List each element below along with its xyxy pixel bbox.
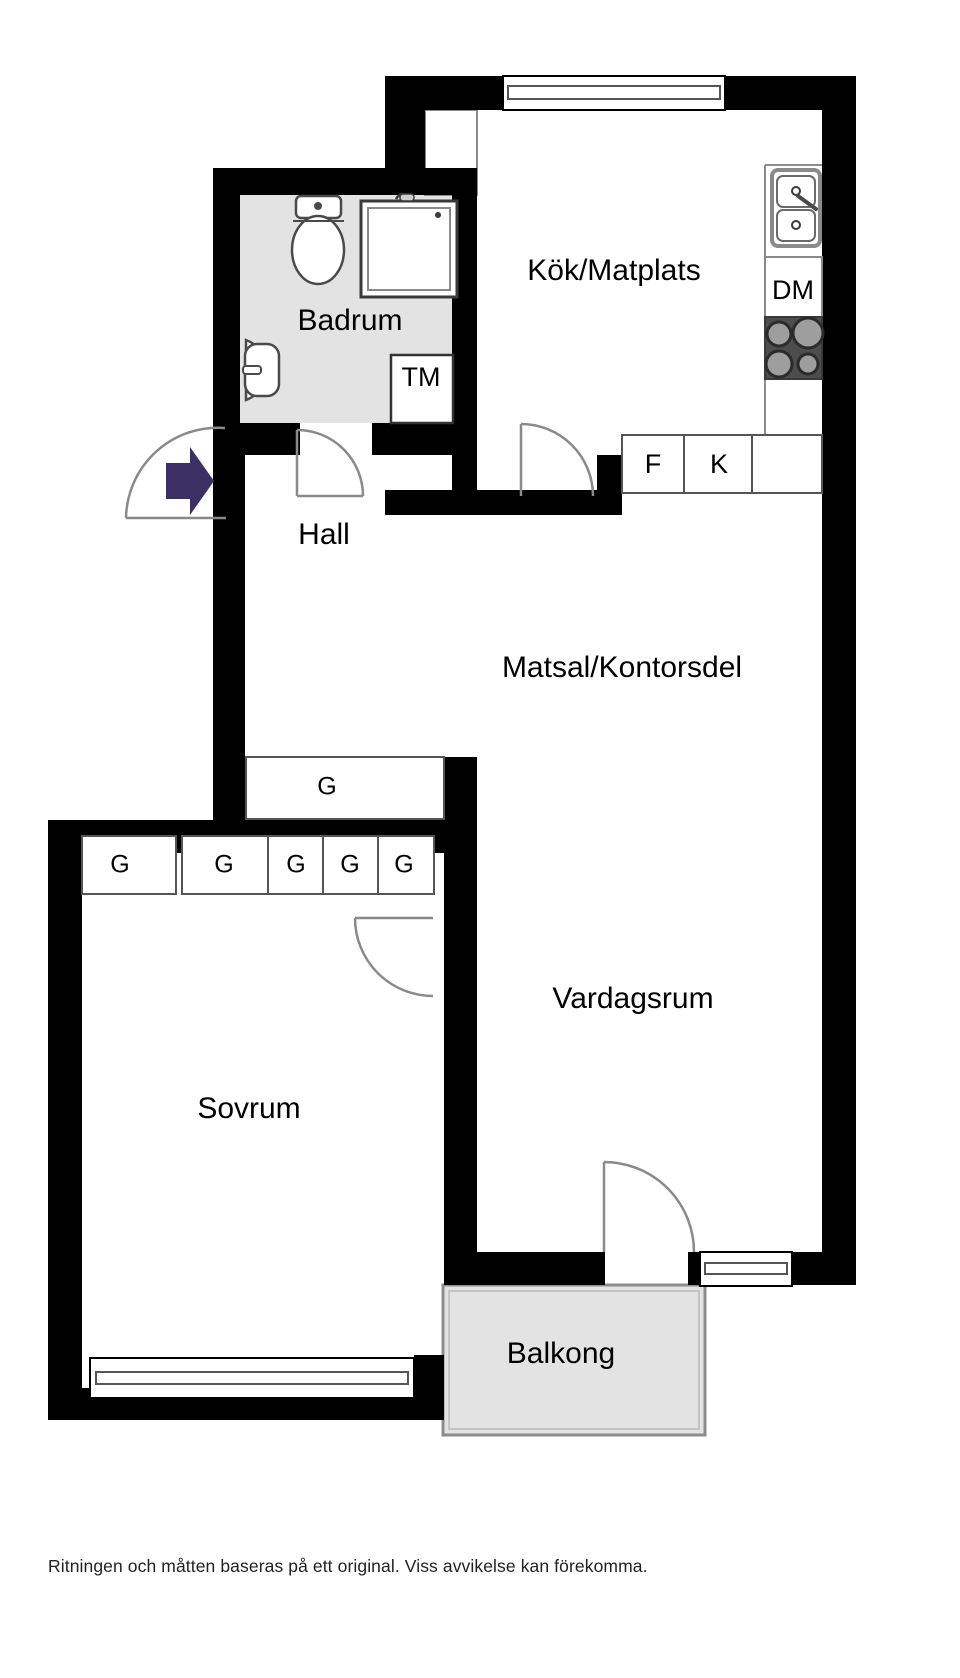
wall-badrum-top — [213, 168, 477, 195]
appliance-label-kyl: F — [645, 449, 662, 479]
balkong-inner-outline — [448, 1290, 700, 1430]
appliance-labels: TM DM F K — [402, 275, 814, 479]
bathroom-door — [295, 428, 365, 498]
wall-entry-jamb-top — [213, 423, 245, 459]
closet-label-bedroom-5: G — [394, 851, 413, 879]
kitchen-sink-icon — [770, 168, 822, 248]
kitchen-fixtures — [621, 168, 825, 494]
windows — [89, 75, 793, 1399]
balcony-door — [602, 1160, 696, 1253]
wall-hall-bottom — [385, 490, 620, 515]
wall-hall-stub — [597, 455, 622, 515]
stove-icon — [764, 316, 825, 380]
wall-right-exterior — [822, 76, 856, 1285]
wall-bedroom-left — [48, 820, 82, 1420]
entry-arrow-icon — [166, 447, 214, 515]
bedroom-door — [353, 916, 434, 998]
appliance-label-frys: K — [710, 449, 728, 479]
kitchen-door — [519, 422, 595, 497]
room-label-kok-matplats: Kök/Matplats — [527, 254, 700, 287]
appliance-label-diskmaskin: DM — [772, 275, 814, 305]
closet-boxes — [81, 756, 445, 895]
appliance-label-tvattmaskin: TM — [402, 362, 441, 392]
balkong-floor-fill — [443, 1285, 705, 1435]
closet-label-bedroom-1: G — [110, 851, 129, 879]
room-label-badrum: Badrum — [297, 304, 402, 337]
door-swings — [124, 422, 696, 1253]
wall-badrum-left — [213, 168, 240, 423]
entry-door — [124, 426, 226, 520]
wall-bedroom-window-right-jamb — [414, 1355, 444, 1420]
closet-box-bedroom-4 — [322, 835, 379, 895]
closet-label-bedroom-4: G — [340, 851, 359, 879]
room-label-balkong: Balkong — [507, 1337, 615, 1370]
wall-bedroom-window-left-jamb — [48, 1355, 82, 1420]
wall-entry-jamb-bottom — [213, 516, 245, 552]
bathroom-fixtures — [242, 192, 459, 425]
wall-livingroom-bottom-right — [790, 1252, 856, 1285]
wall-bedroom-right — [444, 853, 477, 1285]
closet-box-bedroom-1 — [81, 835, 177, 895]
window-bedroom — [89, 1357, 415, 1399]
washbasin-icon — [242, 338, 281, 402]
room-labels: Kök/Matplats Badrum Hall Matsal/Kontorsd… — [197, 254, 742, 1370]
closet-box-bedroom-5 — [377, 835, 435, 895]
shower-icon — [359, 192, 459, 299]
room-label-vardagsrum: Vardagsrum — [552, 982, 713, 1015]
room-label-hall: Hall — [298, 518, 350, 551]
room-label-matsal-kontorsdel: Matsal/Kontorsdel — [502, 651, 742, 684]
toilet-icon — [290, 194, 346, 286]
room-label-sovrum: Sovrum — [197, 1092, 300, 1125]
closet-box-hall — [245, 756, 445, 820]
disclaimer-text: Ritningen och måtten baseras på ett orig… — [48, 1556, 648, 1576]
window-kitchen — [502, 75, 726, 111]
closet-label-hall: G — [317, 773, 336, 801]
closet-label-bedroom-3: G — [286, 851, 305, 879]
window-living-room — [699, 1251, 793, 1287]
washing-machine-box — [389, 353, 455, 425]
wall-livingroom-bottom-left — [444, 1252, 605, 1285]
wall-hall-left — [213, 423, 245, 820]
fridge-freezer-boxes — [621, 434, 823, 494]
wall-badrum-bottom-right — [372, 423, 477, 455]
closet-labels: G G G G G G — [110, 773, 413, 879]
closet-box-bedroom-2 — [181, 835, 269, 895]
closet-label-bedroom-2: G — [214, 851, 233, 879]
wall-closet-hall-right — [444, 757, 477, 822]
